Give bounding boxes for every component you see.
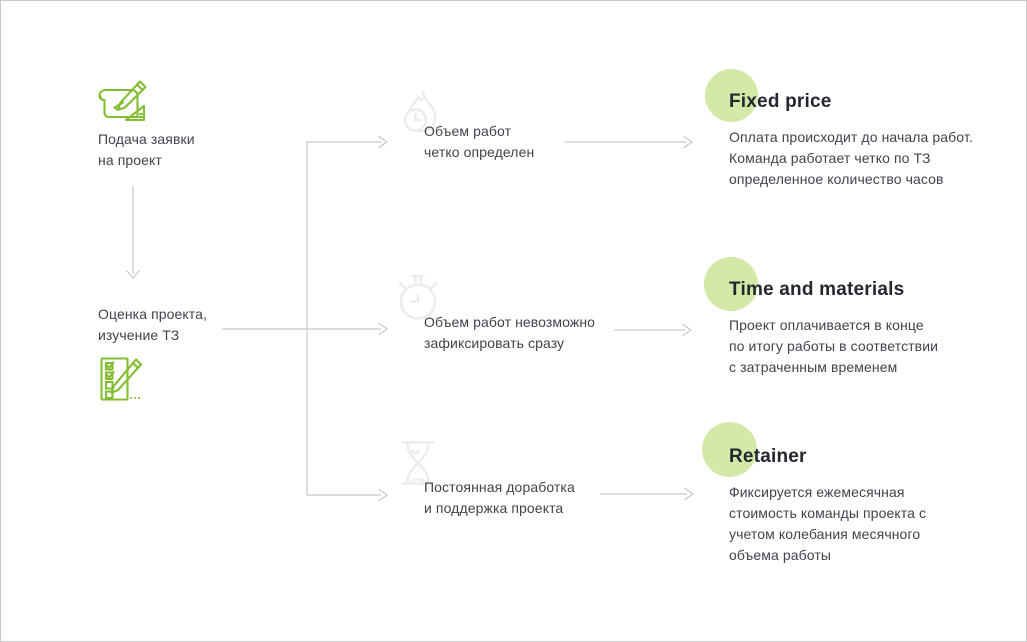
time-and-materials-description: Проект оплачивается в конце по итогу раб… <box>729 317 939 375</box>
retainer-circle <box>702 422 757 477</box>
retainer-title: Retainer <box>729 446 807 467</box>
time-and-materials-circle <box>704 257 758 311</box>
fixed-price-title: Fixed price <box>729 91 832 112</box>
work-scope-unfixed-label: Объем работ невозможно зафиксировать сра… <box>424 314 596 351</box>
retainer-description: Фиксируется ежемесячная стоимость команд… <box>729 484 927 563</box>
step2-label: Оценка проекта, изучение ТЗ <box>98 306 208 343</box>
ongoing-support-label: Постоянная доработка и поддержка проекта <box>424 479 575 516</box>
branch-split-lines <box>222 135 388 502</box>
arrow-to-fixed-price <box>564 135 693 149</box>
time-and-materials-title: Time and materials <box>729 279 905 300</box>
flame-clock-icon <box>397 89 445 141</box>
step1-label: Подача заявки на проект <box>98 131 195 168</box>
checklist-pencil-icon <box>96 355 146 405</box>
stopwatch-icon <box>392 273 444 323</box>
arrow-to-retainer <box>600 487 694 501</box>
arrow-down-step1-step2 <box>126 186 140 279</box>
fixed-price-circle <box>705 69 758 122</box>
hourglass-icon <box>398 439 438 491</box>
blueprint-pencil-icon <box>95 77 151 131</box>
work-scope-defined-label: Объем работ четко определен <box>424 123 535 160</box>
fixed-price-description: Оплата происходит до начала работ. Коман… <box>729 129 973 187</box>
arrow-to-time-and-materials <box>614 323 692 337</box>
